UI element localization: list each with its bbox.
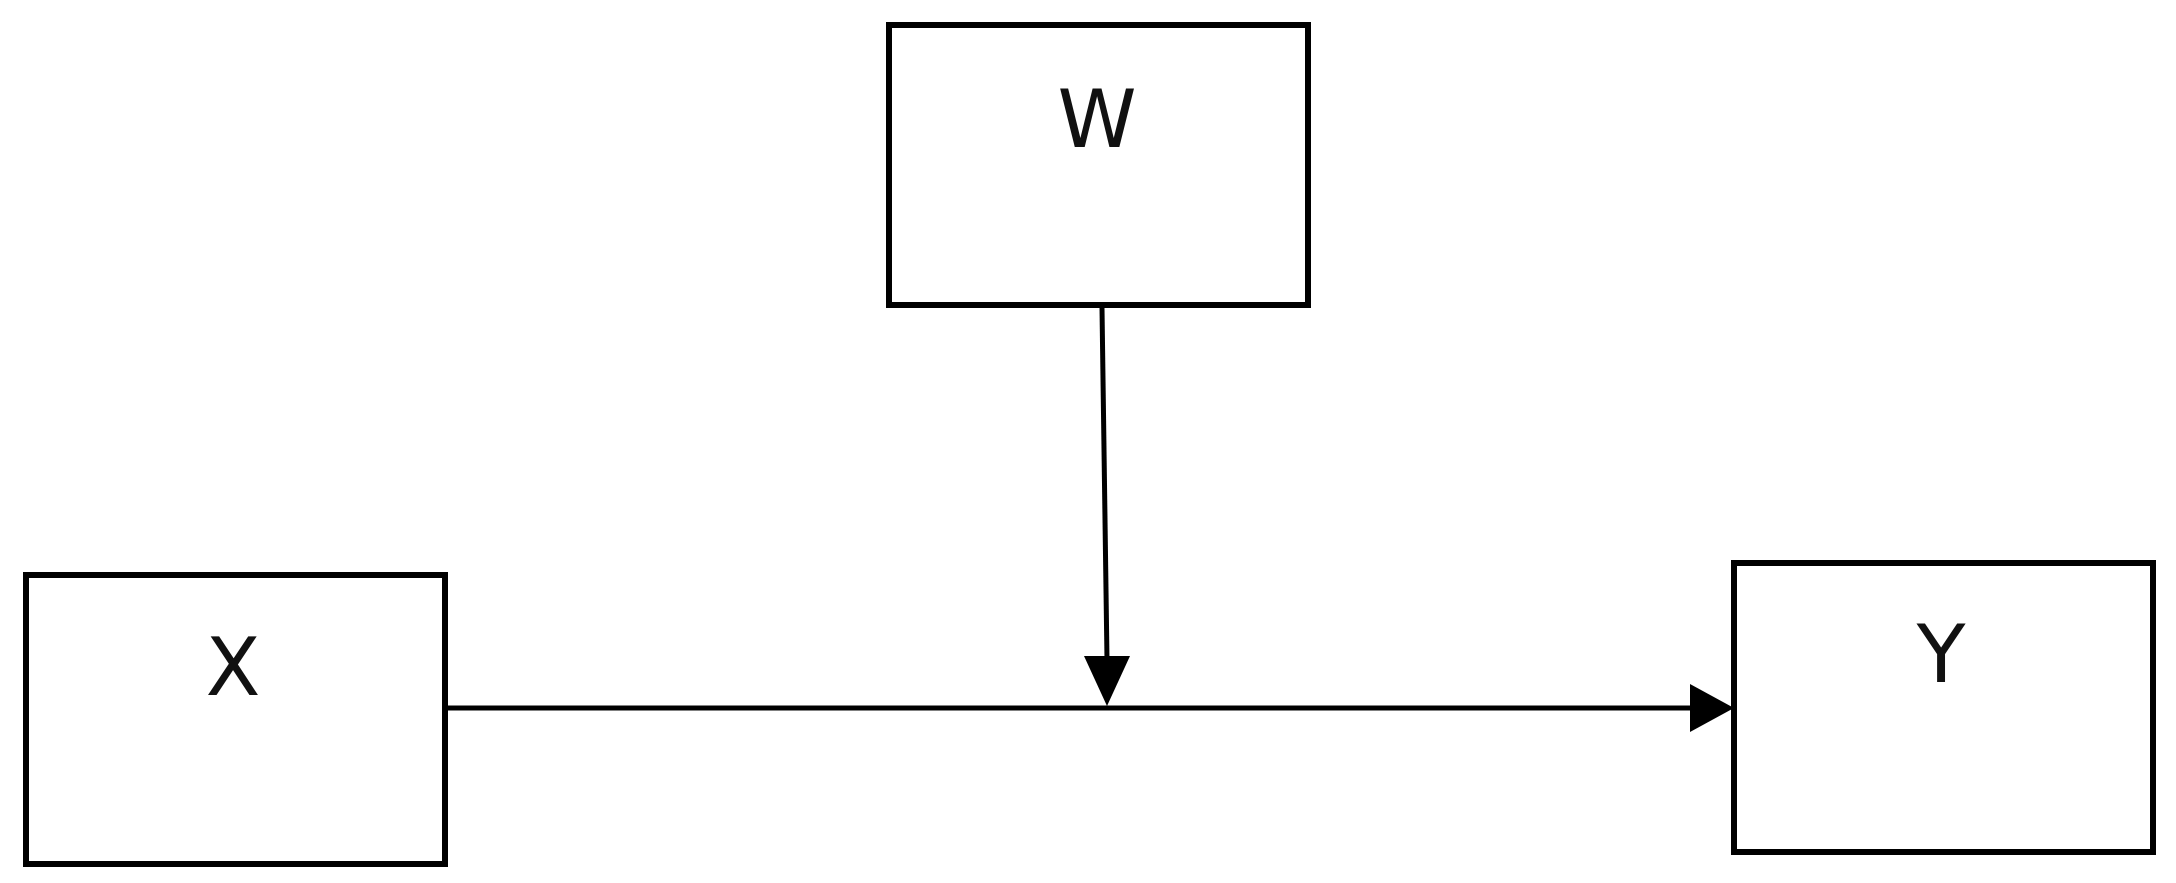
arrowhead-down-icon	[1084, 656, 1130, 706]
node-w-label: W	[1057, 73, 1136, 166]
node-y-label: Y	[1916, 608, 1967, 701]
node-x-label: X	[206, 621, 261, 714]
node-x-box	[23, 572, 448, 867]
node-w-box	[886, 22, 1311, 308]
edge-w-to-path-line	[1099, 307, 1110, 661]
edge-w-to-path[interactable]	[1084, 307, 1130, 706]
arrowhead-right-icon	[1690, 684, 1734, 732]
node-y[interactable]: Y	[1731, 560, 2156, 855]
node-y-box	[1731, 560, 2156, 855]
edge-x-to-y[interactable]	[445, 684, 1734, 732]
node-w[interactable]: W	[886, 22, 1311, 308]
node-x[interactable]: X	[23, 572, 448, 867]
